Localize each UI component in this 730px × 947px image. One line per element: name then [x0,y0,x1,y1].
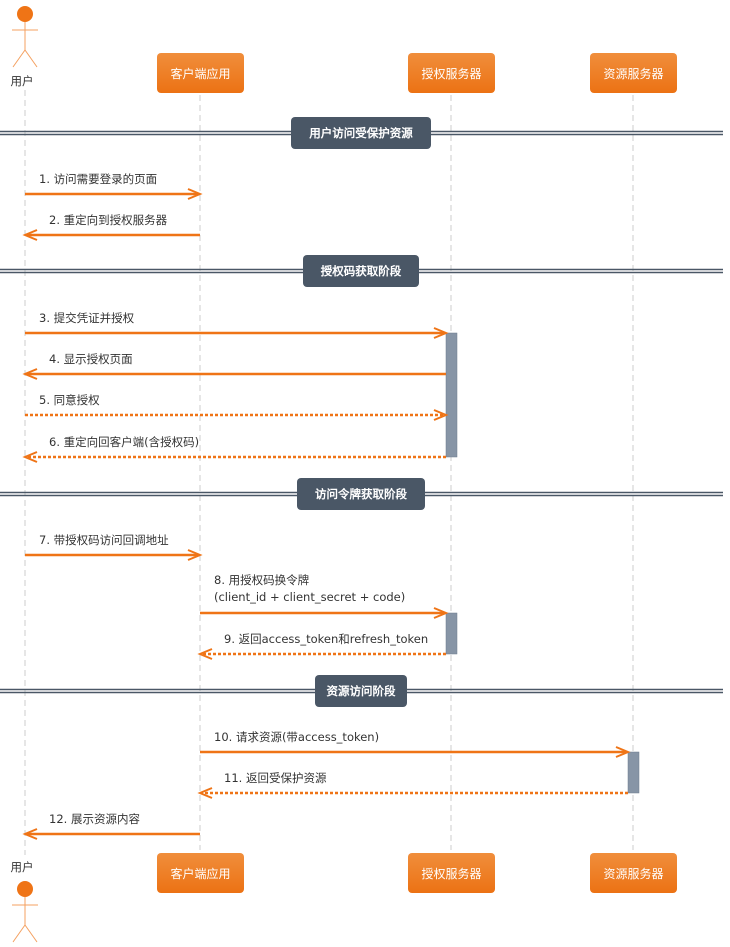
actor-label: 用户 [11,74,34,88]
section-label: 访问令牌获取阶段 [315,487,407,501]
participant-resource-top: 资源服务器 [590,53,677,93]
participant-label: 授权服务器 [421,66,481,81]
message-11: 11. 返回受保护资源 [197,771,628,799]
section-label: 授权码获取阶段 [321,264,402,278]
user-actor-icon [12,881,38,943]
user-actor-icon [12,6,38,68]
arrowhead-icon [433,327,449,339]
section-label: 用户访问受保护资源 [308,126,413,140]
section-divider: 资源访问阶段 [0,675,723,707]
message-10: 10. 请求资源(带access_token) [200,730,631,758]
actor-head [17,881,33,897]
arrowhead-icon [433,607,449,619]
actor-user-bottom: 用户 [11,860,38,943]
participant-label: 客户端应用 [170,866,230,881]
section-divider: 访问令牌获取阶段 [0,478,723,510]
message-5: 5. 同意授权 [25,393,449,421]
arrowhead-icon [22,828,38,840]
message-8: 8. 用授权码换令牌 (client_id + client_secret + c… [200,573,449,619]
message-label: 8. 用授权码换令牌 [214,573,309,587]
message-label: 2. 重定向到授权服务器 [49,213,168,227]
actor-leg [24,924,38,943]
arrowhead-icon [433,409,449,421]
activation-bar [445,612,458,655]
participant-label: 资源服务器 [603,866,663,881]
message-1: 1. 访问需要登录的页面 [25,172,203,200]
message-label: 9. 返回access_token和refresh_token [224,632,428,646]
actor-user-top: 用户 [11,6,38,88]
message-label: 6. 重定向回客户端(含授权码) [49,435,199,449]
message-label-detail: (client_id + client_secret + code) [214,590,405,604]
participant-box [157,853,244,893]
arrowhead-icon [615,746,631,758]
participant-auth-top: 授权服务器 [408,53,495,93]
message-2: 2. 重定向到授权服务器 [22,213,200,241]
arrowhead-icon [22,368,38,380]
message-9: 9. 返回access_token和refresh_token [197,632,446,660]
arrowhead-icon [22,451,38,463]
participant-label: 资源服务器 [603,66,663,81]
arrowhead-icon [197,648,213,660]
participant-client-top: 客户端应用 [157,53,244,93]
message-6: 6. 重定向回客户端(含授权码) [22,435,446,463]
actor-head [17,6,33,22]
message-7: 7. 带授权码访问回调地址 [25,533,203,561]
participant-auth-bottom: 授权服务器 [408,853,495,893]
message-label: 1. 访问需要登录的页面 [39,172,157,186]
actor-leg [12,924,26,943]
participant-label: 授权服务器 [421,866,481,881]
participant-box [590,53,677,93]
participant-box [408,53,495,93]
arrowhead-icon [197,787,213,799]
participant-label: 客户端应用 [170,66,230,81]
participant-resource-bottom: 资源服务器 [590,853,677,893]
actor-label: 用户 [11,860,34,874]
participant-box [590,853,677,893]
message-3: 3. 提交凭证并授权 [25,311,449,339]
section-label: 资源访问阶段 [327,684,396,698]
message-label: 5. 同意授权 [39,393,100,407]
arrowhead-icon [22,229,38,241]
activation-bar [445,332,458,458]
section-label-box [303,255,419,287]
actor-leg [24,49,38,68]
message-label: 10. 请求资源(带access_token) [214,730,379,744]
participant-box [157,53,244,93]
section-divider: 用户访问受保护资源 [0,117,723,149]
message-label: 3. 提交凭证并授权 [39,311,135,325]
section-label-box [315,675,407,707]
message-label: 11. 返回受保护资源 [224,771,327,785]
message-label: 7. 带授权码访问回调地址 [39,533,169,547]
actor-leg [12,49,26,68]
participant-box [408,853,495,893]
arrowhead-icon [187,549,203,561]
message-label: 4. 显示授权页面 [49,352,133,366]
section-label-box [291,117,431,149]
message-4: 4. 显示授权页面 [22,352,446,380]
arrowhead-icon [187,188,203,200]
section-divider: 授权码获取阶段 [0,255,723,287]
participant-client-bottom: 客户端应用 [157,853,244,893]
section-label-box [297,478,425,510]
message-12: 12. 展示资源内容 [22,812,200,840]
message-label: 12. 展示资源内容 [49,812,140,826]
activation-bar [627,751,640,794]
